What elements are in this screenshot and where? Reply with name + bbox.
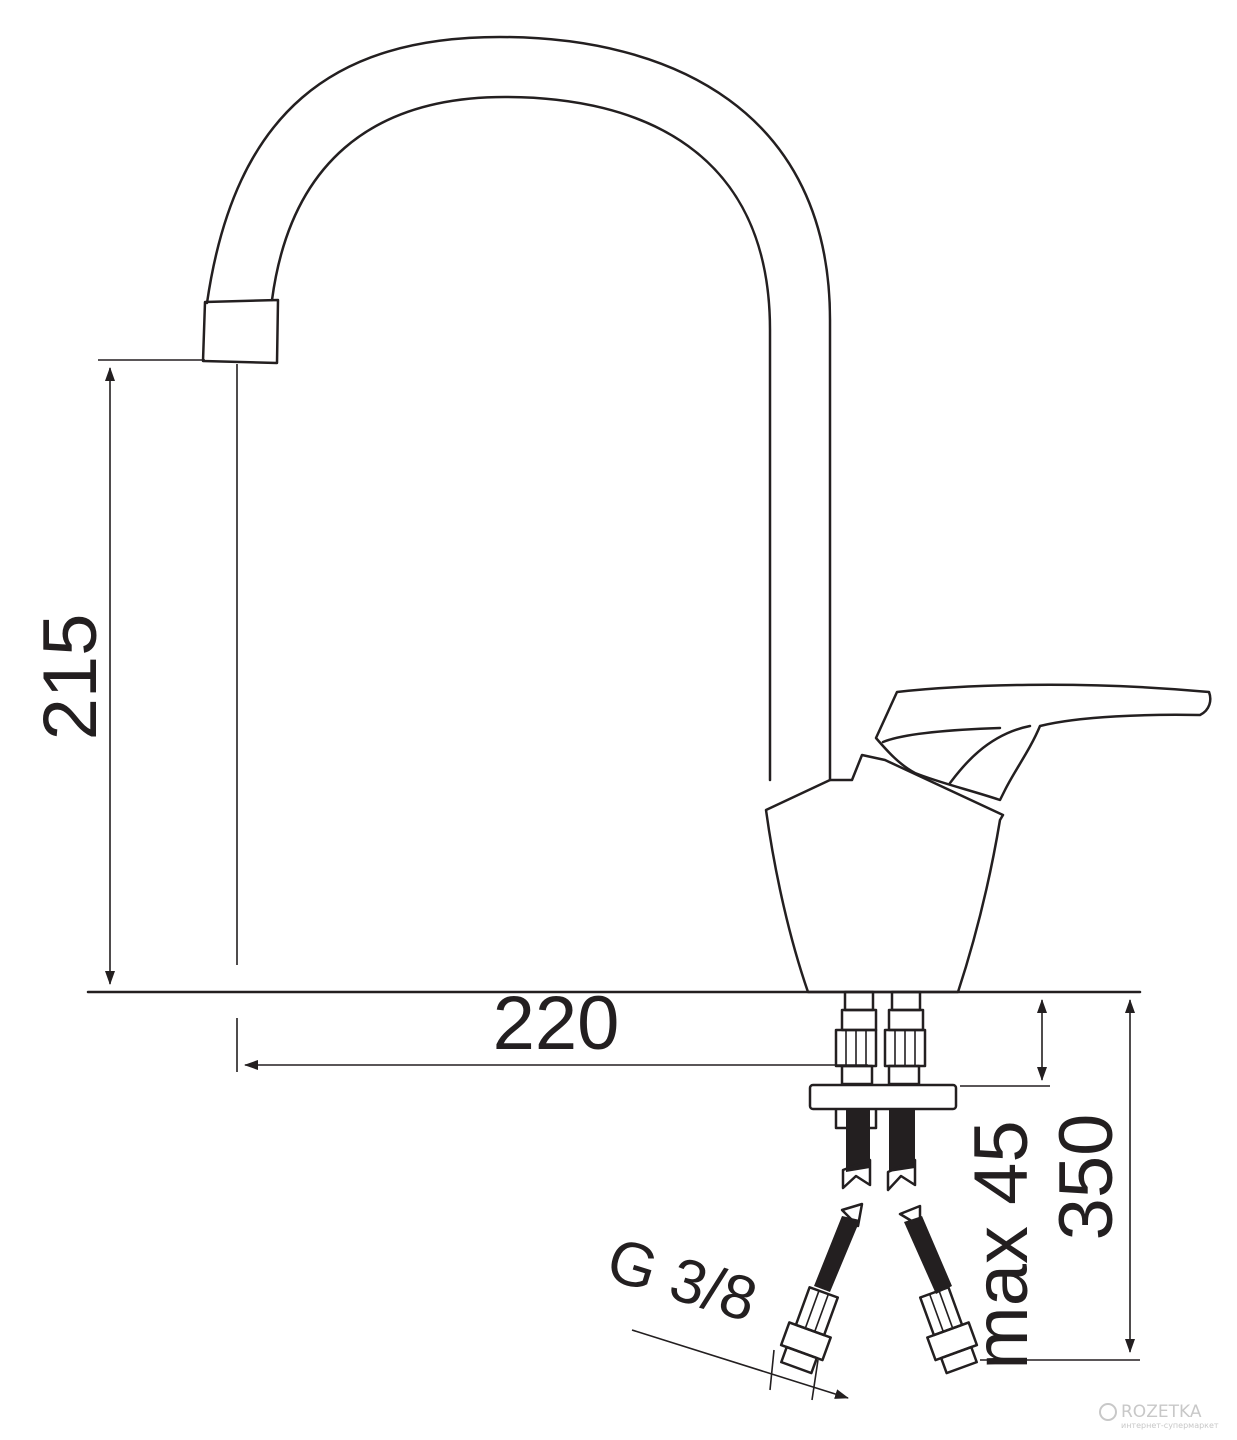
max-thickness-dimension <box>960 999 1050 1087</box>
dimension-220: 220 <box>493 981 620 1066</box>
dimension-215: 215 <box>28 614 113 741</box>
hose-length-dimension <box>980 999 1140 1361</box>
watermark-brand: ROZETKA <box>1121 1402 1202 1422</box>
lever-handle <box>874 683 1212 802</box>
mixer-body <box>764 753 1005 994</box>
dimension-350: 350 <box>1044 1114 1129 1241</box>
reach-dimension <box>236 1018 868 1072</box>
watermark: ROZETKA интернет-супермаркет <box>1099 1402 1219 1430</box>
thread-label: G 3/8 <box>599 1225 764 1335</box>
spout <box>205 35 832 782</box>
flexible-hoses <box>814 1110 952 1294</box>
thread-callout <box>631 1329 849 1401</box>
mounting-plate <box>808 1083 958 1130</box>
hose-fittings <box>834 990 927 1086</box>
height-dimension <box>98 359 238 985</box>
watermark-tagline: интернет-супермаркет <box>1121 1421 1219 1430</box>
dimension-max-45: max 45 <box>959 1120 1044 1369</box>
aerator <box>201 298 280 365</box>
hose-end-fittings <box>779 1286 979 1375</box>
